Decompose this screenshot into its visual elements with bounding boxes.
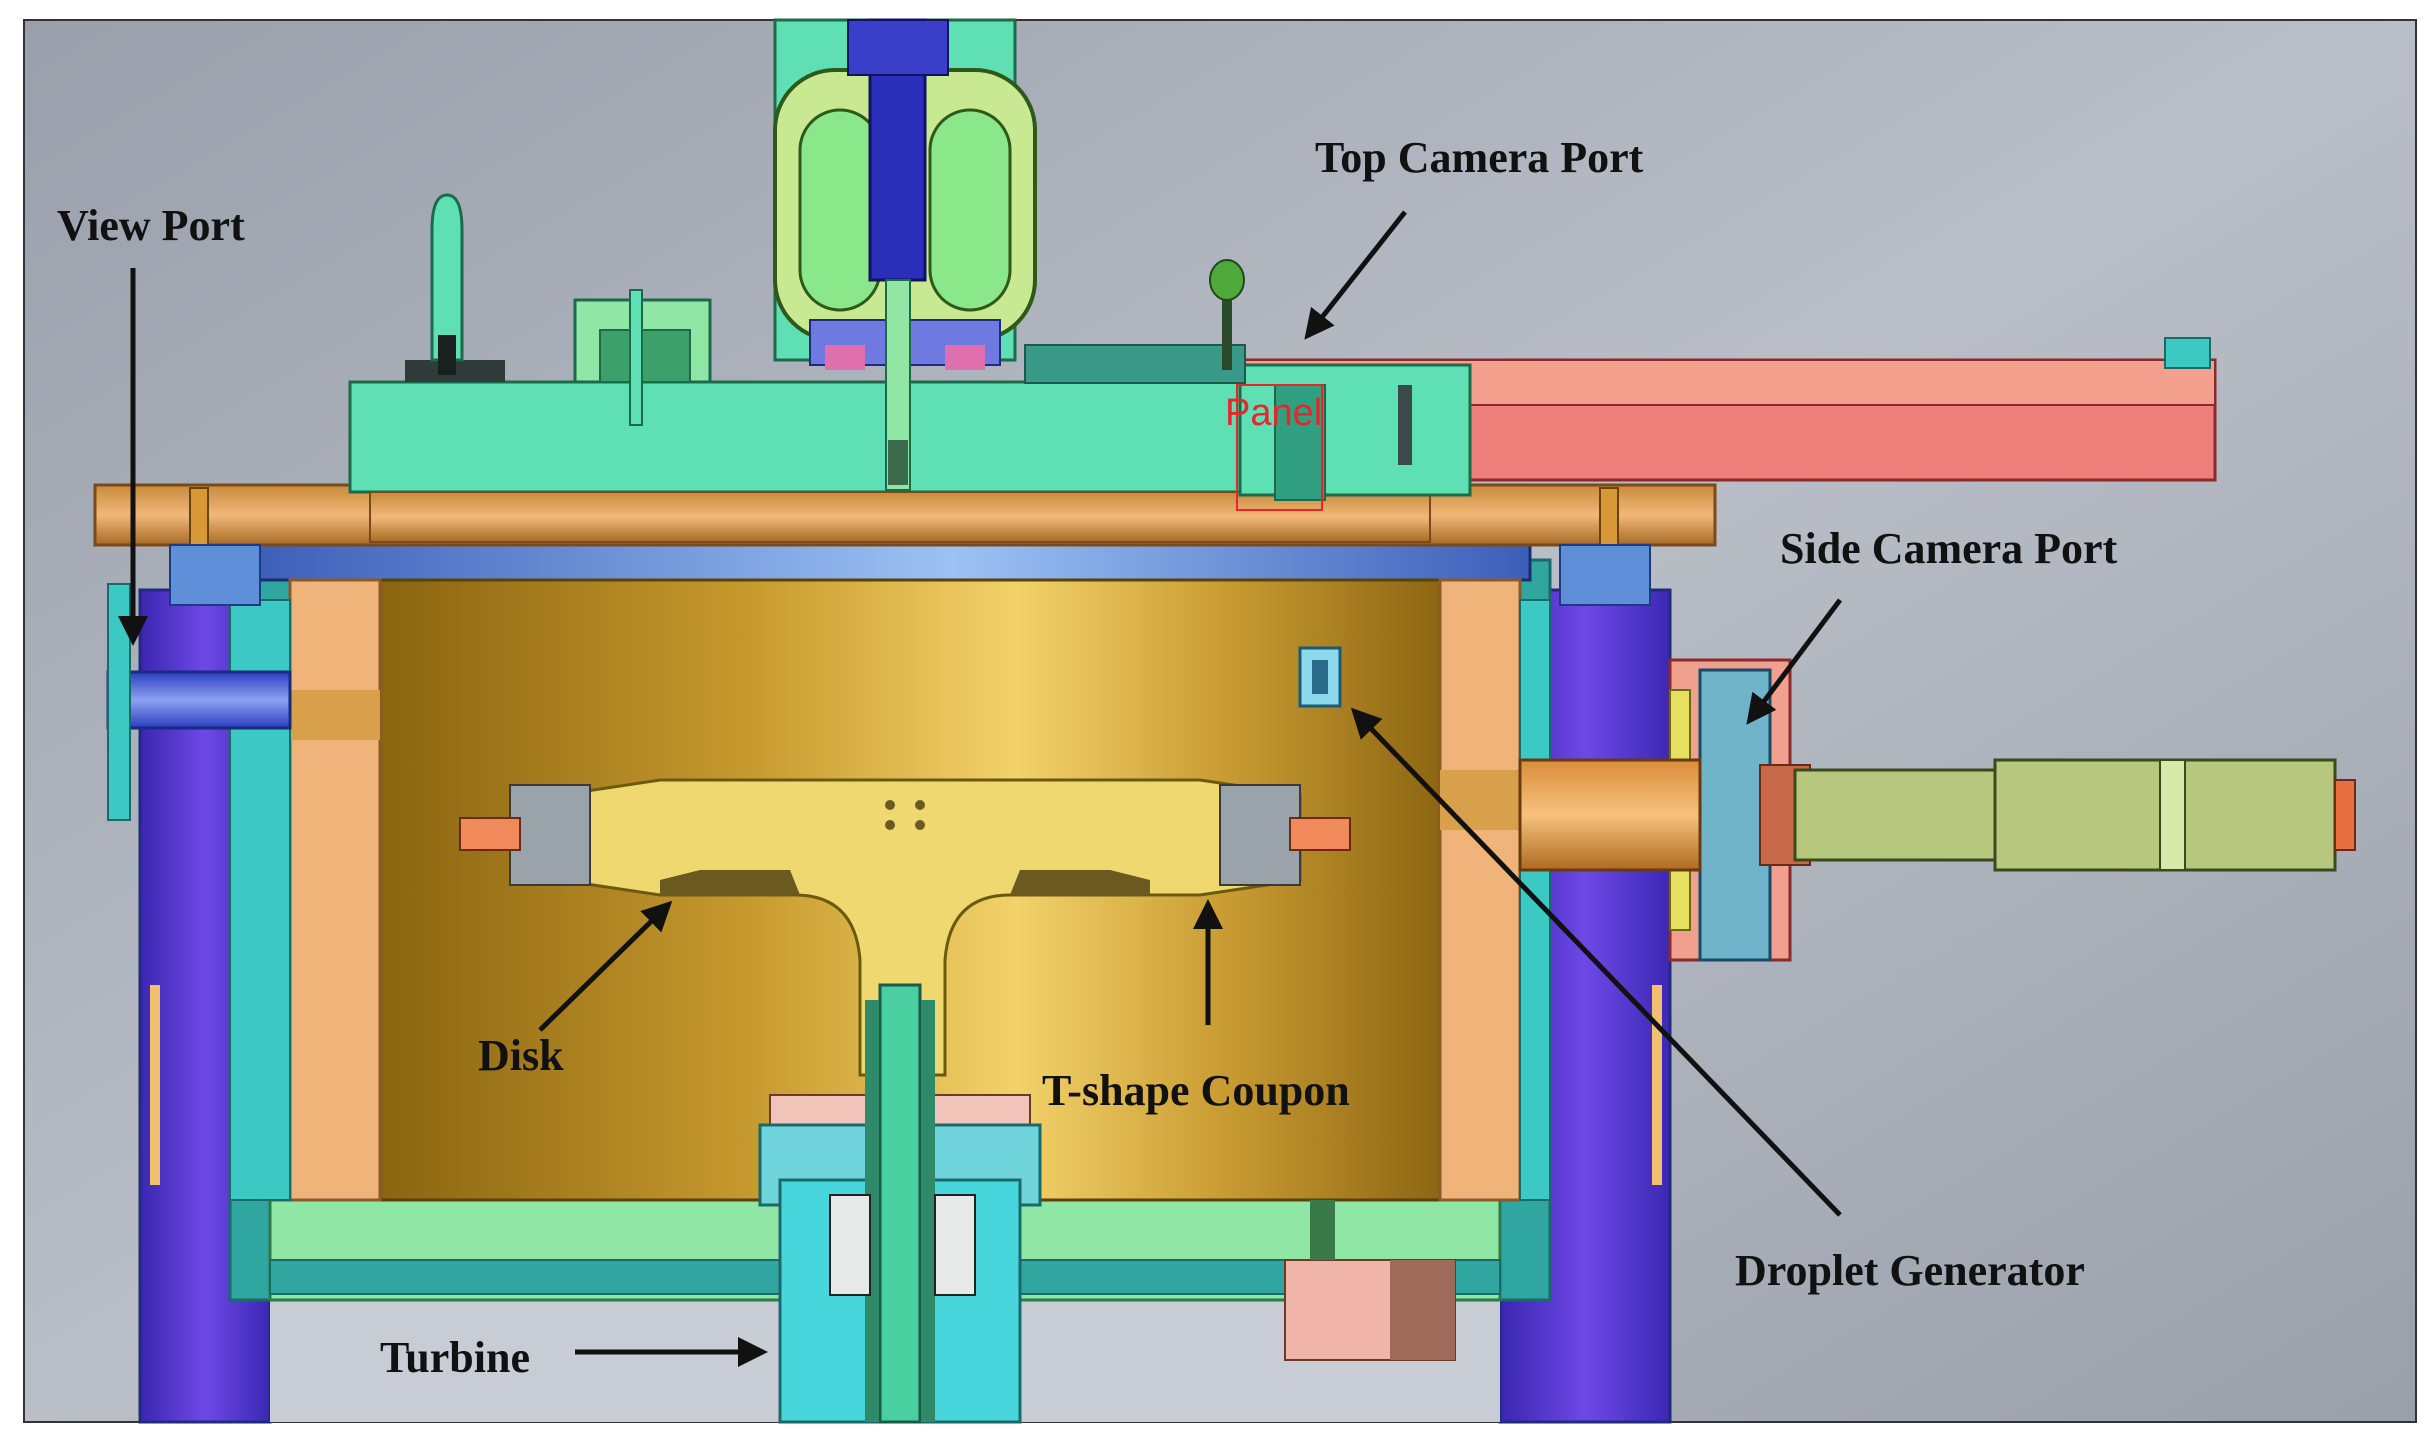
flange-bracket-left xyxy=(169,544,261,606)
side-camera-port-arrow xyxy=(1746,598,1842,725)
top-camera-port-plate xyxy=(1024,344,1246,384)
top-camera-port-window xyxy=(1274,384,1326,501)
inner-pillar-right xyxy=(1438,578,1522,1202)
lid-handle-stem xyxy=(438,335,456,375)
coupon-pin-right xyxy=(1289,817,1351,851)
coupon-pin-left xyxy=(459,817,521,851)
inner-pillar-left-window xyxy=(290,690,380,740)
motor-coupler-pink xyxy=(825,345,865,370)
droplet-generator xyxy=(1298,646,1342,708)
side-camera-shaft xyxy=(1518,758,1702,872)
t-shape-coupon xyxy=(558,778,1302,1077)
coupon-holder-right xyxy=(1219,784,1301,886)
coupon-hole xyxy=(885,820,895,830)
coupon-holder-left xyxy=(509,784,591,886)
top-camera-port-label: Top Camera Port xyxy=(1315,133,1644,182)
motor-coupler-pink-2 xyxy=(945,345,985,370)
disk-bottom-right xyxy=(1010,870,1150,895)
motor-core-left xyxy=(798,108,882,312)
droplet-generator-label: Droplet Generator xyxy=(1735,1246,2085,1295)
outer-wall-right-slot xyxy=(1652,985,1662,1185)
side-camera-body xyxy=(1793,768,1997,862)
droplet-generator-arrow xyxy=(1350,707,1842,1217)
motor-core-right xyxy=(928,108,1012,312)
turbine-shaft-left xyxy=(865,1000,879,1422)
turbine-bearing-left xyxy=(829,1194,871,1296)
lid-port-inner xyxy=(599,329,691,383)
coupon-hole xyxy=(915,800,925,810)
view-port-label: View Port xyxy=(57,201,245,250)
top-camera-lever-knob xyxy=(1209,259,1245,301)
turbine-drain-stem xyxy=(1310,1200,1335,1260)
lid-handle xyxy=(430,193,464,362)
chamber-top-band xyxy=(248,538,1532,582)
top-camera-port-arrow xyxy=(1304,210,1407,340)
flange-bracket-right xyxy=(1559,544,1651,606)
lid-port-rod xyxy=(629,289,643,426)
inner-pillar-left xyxy=(288,578,382,1202)
disk-bottom-left xyxy=(660,870,800,895)
turbine-label: Turbine xyxy=(380,1333,530,1382)
turbine-shaft-right xyxy=(921,1000,935,1422)
side-camera-tip xyxy=(2334,779,2356,851)
t-shape-coupon-label: T-shape Coupon xyxy=(1042,1066,1350,1115)
panel-label: Panel xyxy=(1225,392,1322,434)
outer-wall-left-slot xyxy=(150,985,160,1185)
coupon-hole xyxy=(915,820,925,830)
side-camera-lens-ring xyxy=(2159,759,2186,871)
inner-pillar-right-window xyxy=(1440,770,1520,830)
motor-drive-tip xyxy=(888,440,908,485)
top-camera-lever xyxy=(1222,290,1232,370)
view-port-tube xyxy=(106,670,292,730)
panel-marker-box xyxy=(1236,384,1323,511)
turbine-drain-block-shade xyxy=(1390,1260,1455,1360)
turbine-bearing-right xyxy=(934,1194,976,1296)
lid-lower-lip xyxy=(369,491,1431,543)
motor-shaft-top xyxy=(847,19,949,76)
droplet-generator-slot xyxy=(1312,660,1328,694)
top-camera-port-cap xyxy=(2164,337,2211,369)
top-camera-port-pin xyxy=(1398,385,1412,465)
flange-bolt-right xyxy=(1599,487,1619,549)
view-port-bracket xyxy=(107,583,131,821)
flange-bolt-left xyxy=(189,487,209,549)
turbine-shaft xyxy=(878,983,922,1424)
disk-arrow xyxy=(538,900,673,1032)
disk-label: Disk xyxy=(478,1031,564,1080)
coupon-hole xyxy=(885,800,895,810)
side-camera-port-label: Side Camera Port xyxy=(1780,524,2118,573)
